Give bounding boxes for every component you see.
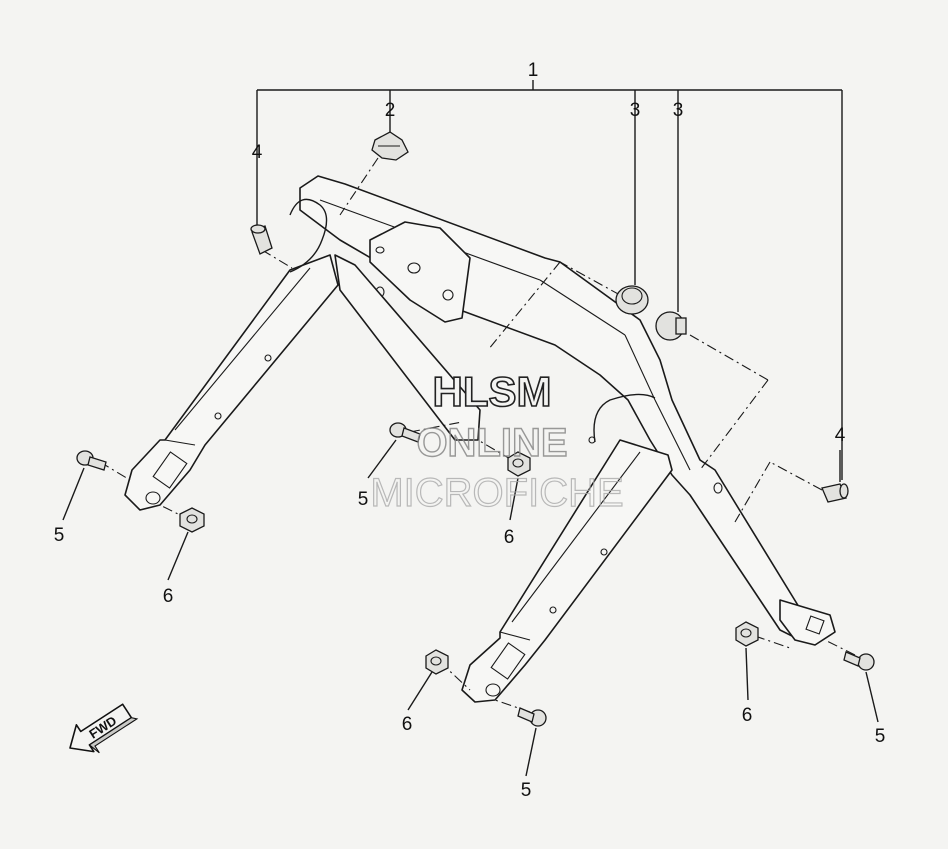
- callout-3b: 3: [673, 100, 684, 121]
- part-5-bolt-b: [389, 422, 421, 443]
- callout-5b: 5: [358, 489, 369, 510]
- part-6-nut-c: [425, 649, 449, 675]
- callout-4a: 4: [252, 142, 263, 163]
- callout-6b: 6: [504, 527, 515, 548]
- part-4-cap-left: [250, 224, 273, 255]
- callout-leaders: [62, 439, 879, 777]
- watermark-line-1: HLSM: [433, 368, 552, 415]
- callout-1: 1: [528, 60, 539, 81]
- part-4-cap-right: [821, 483, 849, 503]
- frame-assembly: [124, 175, 836, 703]
- callout-6a: 6: [163, 586, 174, 607]
- part-6-nut-b: [507, 451, 531, 477]
- part-6-nut-d: [735, 621, 759, 647]
- callout-6d: 6: [742, 705, 753, 726]
- assembly-bracket-1: [256, 80, 843, 480]
- forward-arrow-icon: FWD: [69, 703, 139, 754]
- part-2-clip: [371, 131, 409, 161]
- callout-2: 2: [385, 100, 396, 121]
- callout-5d: 5: [875, 726, 886, 747]
- part-3-damper-b: [655, 311, 687, 341]
- watermark-line-2: ONLINE: [416, 421, 567, 465]
- part-5-bolt-d: [843, 651, 875, 671]
- part-5-bolt-c: [517, 707, 547, 727]
- part-3-damper-a: [615, 285, 649, 315]
- callout-5c: 5: [521, 780, 532, 801]
- callout-6c: 6: [402, 714, 413, 735]
- callouts: 1 2 3 3 4 4 5 5 5 5 6 6 6 6: [54, 60, 886, 801]
- callout-3a: 3: [630, 100, 641, 121]
- watermark-line-3: MICROFICHE: [370, 471, 623, 515]
- watermark: HLSM ONLINE MICROFICHE: [370, 367, 625, 515]
- part-6-nut-a: [179, 507, 205, 533]
- callout-4b: 4: [835, 425, 846, 446]
- callout-5a: 5: [54, 525, 65, 546]
- assembly-lines: [99, 157, 856, 713]
- parts: [76, 131, 875, 727]
- part-5-bolt-a: [76, 450, 107, 471]
